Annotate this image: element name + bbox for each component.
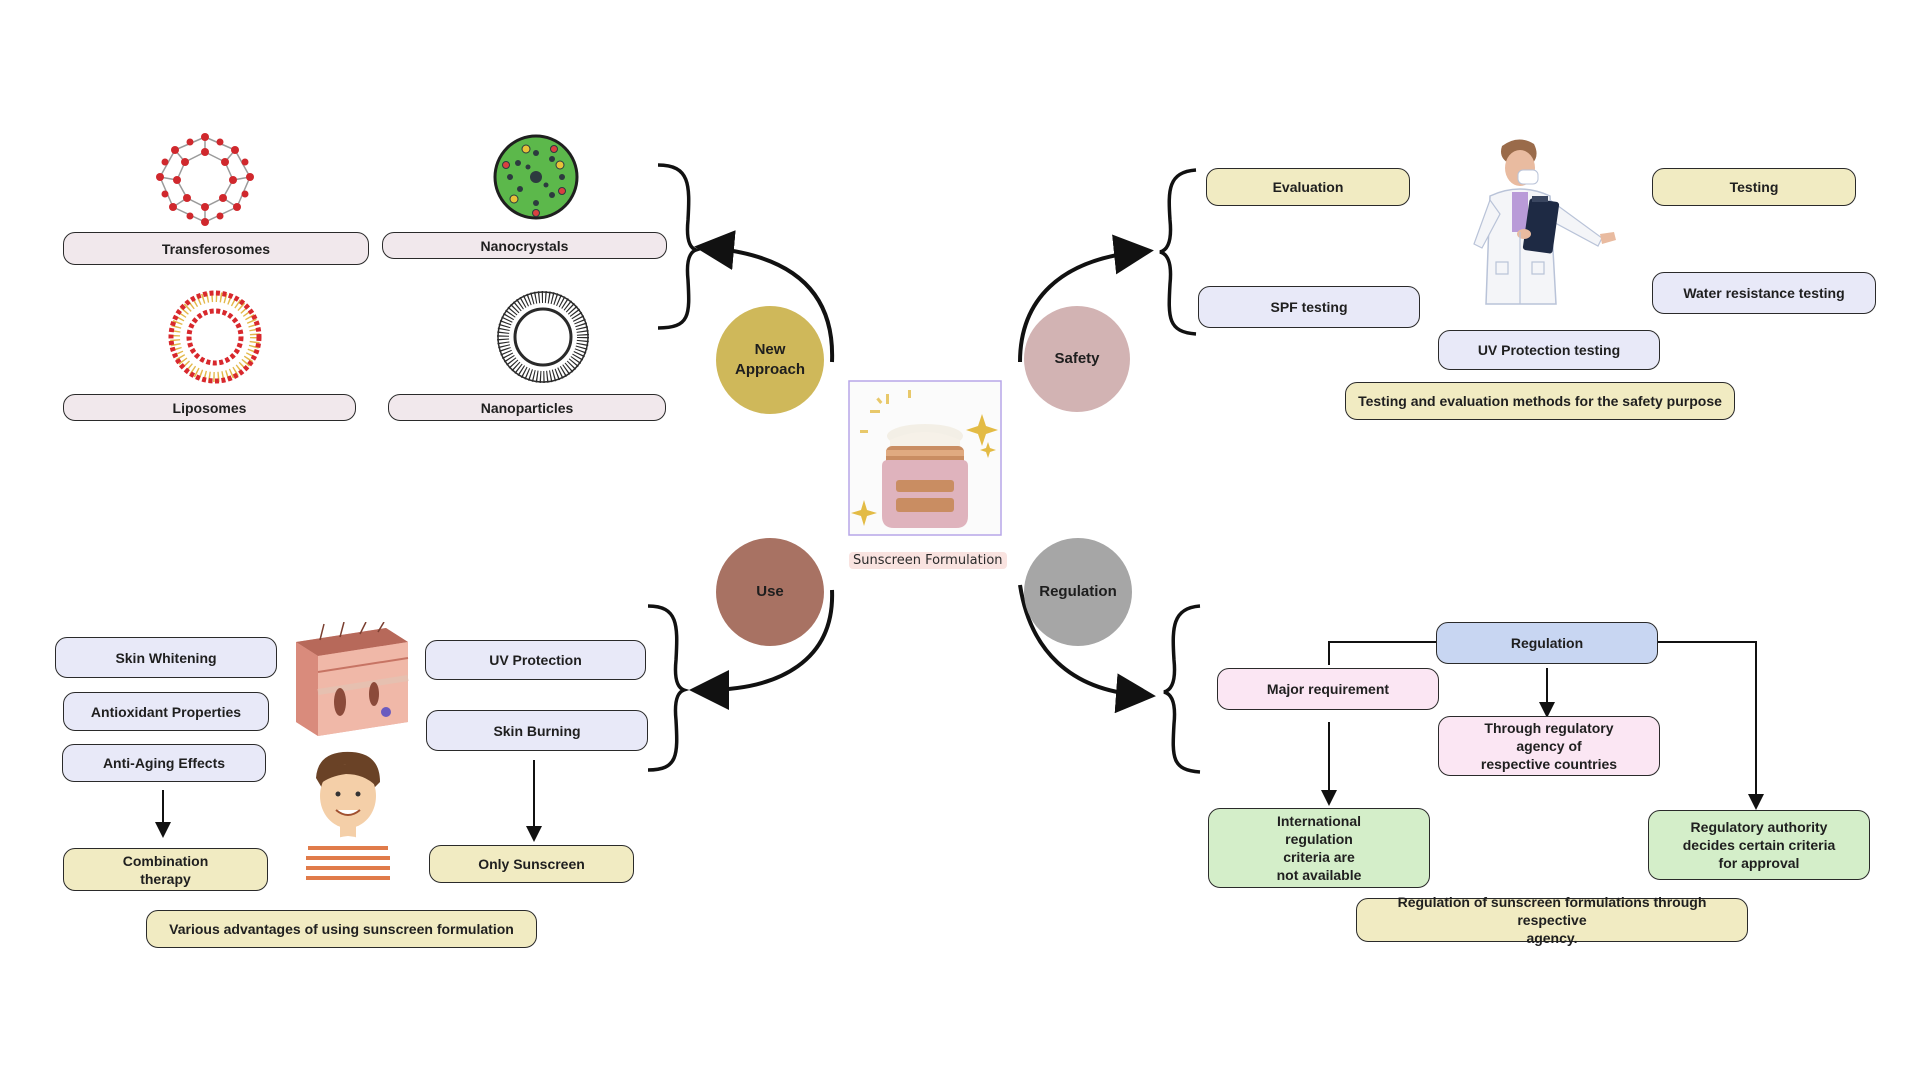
regulation-hub: Regulation xyxy=(1024,538,1132,646)
arrow-use xyxy=(689,589,835,710)
through-regulatory-box: Through regulatory agency of respective … xyxy=(1438,716,1660,776)
nanocrystal-icon xyxy=(493,134,579,220)
evaluation-box: Evaluation xyxy=(1206,168,1410,206)
nanoparticles-box: Nanoparticles xyxy=(388,394,666,421)
liposomes-box: Liposomes xyxy=(63,394,356,421)
only-sunscreen-box: Only Sunscreen xyxy=(429,845,634,883)
regulation-top-box: Regulation xyxy=(1436,622,1658,664)
transferosomes-box: Transferosomes xyxy=(63,232,369,265)
liposome-icon xyxy=(168,290,262,384)
skin-whitening-box: Skin Whitening xyxy=(55,637,277,678)
combination-therapy-box: Combination therapy xyxy=(63,848,268,891)
regulatory-authority-box: Regulatory authority decides certain cri… xyxy=(1648,810,1870,880)
sunscreen-jar-image xyxy=(848,380,1002,536)
brace-new-approach xyxy=(657,163,702,330)
brace-use xyxy=(647,604,690,772)
arrow-regulation xyxy=(1018,584,1156,714)
connector-regulation-major xyxy=(1328,641,1436,665)
spf-testing-box: SPF testing xyxy=(1198,286,1420,328)
safety-hub: Safety xyxy=(1024,306,1130,412)
uv-protection-box: UV Protection xyxy=(425,640,646,680)
new-approach-hub: New Approach xyxy=(716,306,824,414)
safety-caption: Testing and evaluation methods for the s… xyxy=(1345,382,1735,420)
water-resistance-box: Water resistance testing xyxy=(1652,272,1876,314)
arrow-new-approach xyxy=(694,230,835,363)
center-label: Sunscreen Formulation xyxy=(849,552,1007,569)
nanoparticle-icon xyxy=(497,291,589,383)
brace-safety xyxy=(1159,168,1197,336)
uv-protection-testing-box: UV Protection testing xyxy=(1438,330,1660,370)
testing-box: Testing xyxy=(1652,168,1856,206)
doctor-icon xyxy=(1473,139,1616,305)
use-caption: Various advantages of using sunscreen fo… xyxy=(146,910,537,948)
skin-burning-box: Skin Burning xyxy=(426,710,648,751)
anti-aging-box: Anti-Aging Effects xyxy=(62,744,266,782)
use-hub: Use xyxy=(716,538,824,646)
transferosome-icon xyxy=(156,133,254,226)
arrow-regulation-authority xyxy=(1656,641,1764,810)
man-face-icon xyxy=(306,751,390,882)
antioxidant-box: Antioxidant Properties xyxy=(63,692,269,731)
arrow-safety xyxy=(1018,234,1154,363)
nanocrystals-box: Nanocrystals xyxy=(382,232,667,259)
regulation-caption: Regulation of sunscreen formulations thr… xyxy=(1356,894,1748,946)
skin-layers-icon xyxy=(296,622,409,736)
international-regulation-box: International regulation criteria are no… xyxy=(1208,808,1430,888)
major-requirement-box: Major requirement xyxy=(1217,668,1439,710)
brace-regulation xyxy=(1163,604,1201,774)
